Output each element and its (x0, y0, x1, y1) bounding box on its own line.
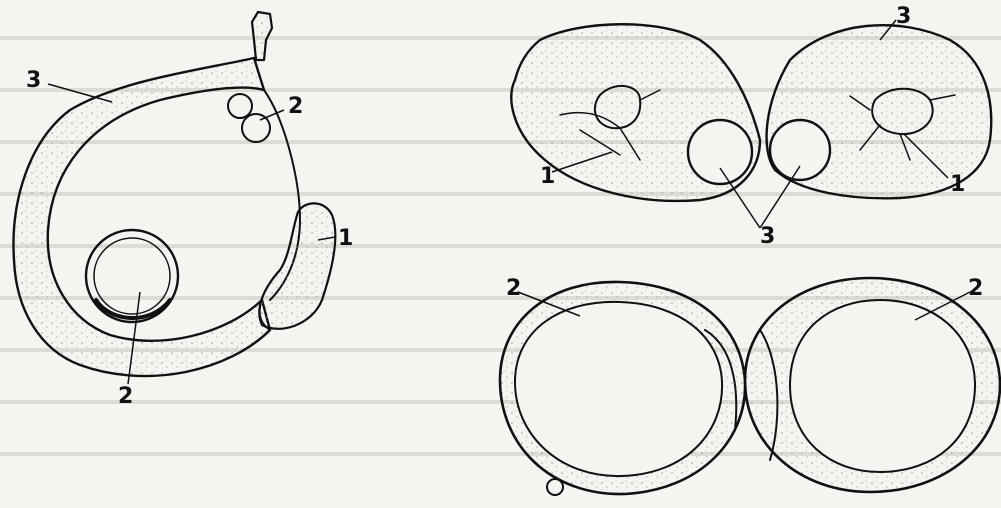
outer-wall (13, 58, 270, 376)
label-left-2-bottom: 2 (118, 384, 133, 409)
bottom-left-ring-inner (515, 302, 722, 476)
vessel-left (688, 120, 752, 184)
large-ring-inner (94, 238, 170, 314)
label-left-1: 1 (338, 226, 353, 251)
bottom-right-ring-inner (790, 300, 975, 472)
top-stalk (252, 12, 272, 60)
label-top-right-1: 1 (540, 164, 555, 189)
label-top-right-3: 3 (896, 4, 911, 29)
label-top-right-3-bottom: 3 (760, 224, 775, 249)
label-left-2-top: 2 (288, 94, 303, 119)
right-knob (259, 203, 335, 328)
label-bottom-right-2-right: 2 (968, 276, 983, 301)
small-loop-upper (228, 94, 252, 118)
bottom-right-drawing (500, 278, 1000, 495)
label-left-3: 3 (26, 68, 41, 93)
label-top-right-1-right: 1 (950, 172, 965, 197)
label-bottom-right-2-left: 2 (506, 276, 521, 301)
top-right-drawing (511, 24, 991, 201)
vessel-right (770, 120, 830, 180)
bottom-small-loop (547, 479, 563, 495)
